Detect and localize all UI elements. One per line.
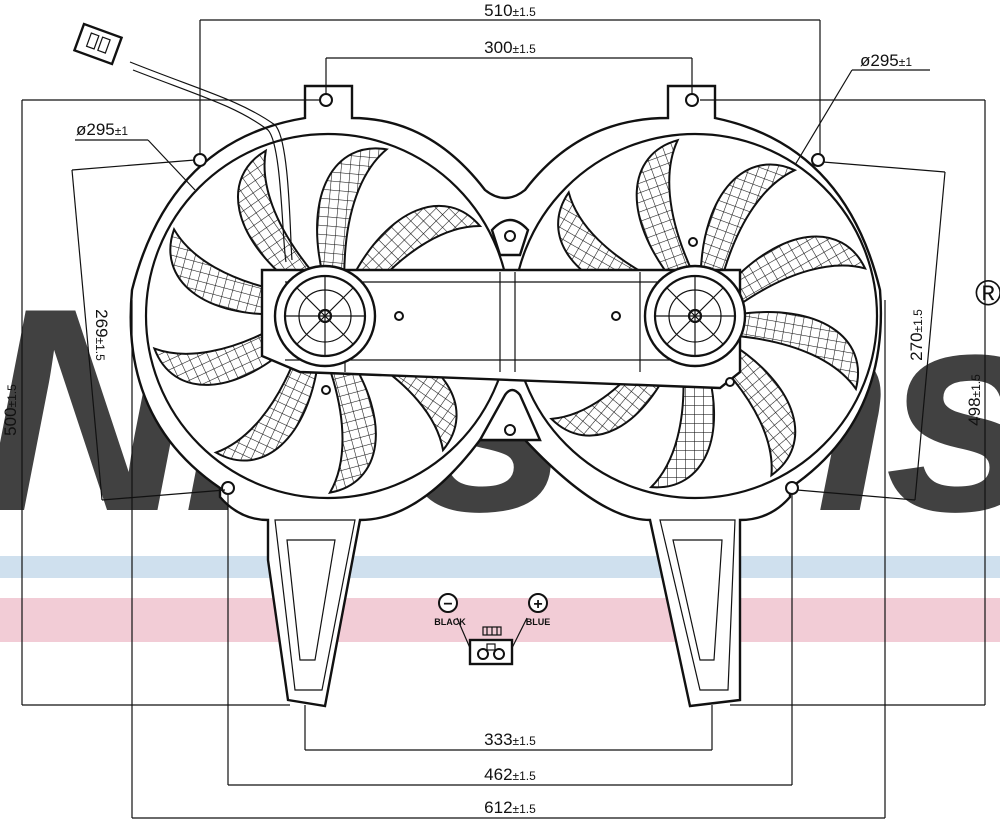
motor-left — [273, 264, 377, 368]
connector-plug-icon — [456, 617, 528, 666]
motor-right — [643, 264, 747, 368]
dim-left-height: 269±1.5 — [92, 309, 111, 361]
dimension-labels: 510±1.5 300±1.5 ø295±1 ø295±1 269±1.5 27… — [1, 1, 984, 817]
dim-fan-diameter-left: ø295±1 — [76, 120, 128, 139]
dim-right-height: 270±1.5 — [907, 309, 926, 361]
dim-top-width: 510±1.5 — [484, 1, 536, 20]
minus-label: BLACK — [434, 617, 466, 627]
mounting-holes — [193, 93, 825, 495]
plus-symbol: + — [533, 596, 542, 613]
dim-overall-width: 612±1.5 — [484, 798, 536, 817]
wire-harness — [72, 22, 293, 263]
wire-plug-icon — [72, 22, 124, 66]
connector-pinout: − + BLACK BLUE — [434, 593, 551, 666]
dim-hole-spacing: 462±1.5 — [484, 765, 536, 784]
watermark-band-blue — [0, 556, 1000, 578]
dim-mount-spacing: 300±1.5 — [484, 38, 536, 57]
minus-symbol: − — [443, 596, 452, 613]
dim-total-height: 500±1.5 — [1, 384, 20, 436]
minus-terminal-icon — [438, 593, 458, 613]
dim-foot-inner: 333±1.5 — [484, 730, 536, 749]
watermark-registered-mark: ® — [975, 272, 1000, 313]
dim-right-total-height: 498±1.5 — [965, 374, 984, 426]
plus-label: BLUE — [526, 617, 551, 627]
dimension-lines — [21, 19, 986, 819]
dim-fan-diameter-right: ø295±1 — [860, 51, 912, 70]
plus-terminal-icon — [528, 593, 548, 613]
